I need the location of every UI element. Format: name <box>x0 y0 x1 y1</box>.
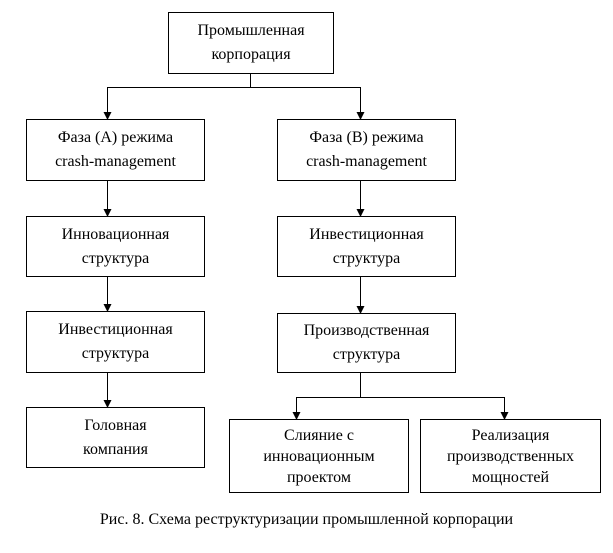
box-investment-structure-right: Инвестиционная структура <box>277 216 456 277</box>
box-innovation-structure: Инновационная структура <box>26 216 205 277</box>
merger-line-1: Слияние с <box>284 426 354 444</box>
investment-left-line-2: структура <box>81 345 150 362</box>
head-company-line-2: компания <box>83 440 148 458</box>
box-merger-with-innovation-project: Слияние с инновационным проектом <box>229 419 409 493</box>
box-phase-a: Фаза (А) режима crash-management <box>26 119 205 181</box>
figure-caption: Рис. 8. Схема реструктуризации промышлен… <box>99 511 514 528</box>
phase-a-line-2: crash-management <box>55 153 176 170</box>
merger-line-2: инновационным <box>263 447 375 465</box>
investment-left-line-1: Инвестиционная <box>58 321 173 338</box>
innovation-line-1: Инновационная <box>61 225 170 243</box>
head-company-line-1: Головная <box>84 416 147 434</box>
box-realization-of-capacities: Реализация производственных мощностей <box>420 419 601 493</box>
box-head-company: Головная компания <box>26 407 205 468</box>
investment-right-line-2: структура <box>332 249 401 267</box>
production-line-2: структура <box>332 346 401 363</box>
root-box-industrial-corporation: Промышленная корпорация <box>168 12 334 74</box>
realization-line-1: Реализация <box>471 426 550 444</box>
realization-line-2: производственных <box>446 447 575 465</box>
phase-b-line-1: Фаза (В) режима <box>309 129 424 146</box>
box-investment-structure-left: Инвестиционная структура <box>26 311 205 373</box>
box-phase-b: Фаза (В) режима crash-management <box>277 119 456 181</box>
realization-line-3: мощностей <box>471 468 550 486</box>
root-line-2: корпорация <box>211 46 291 63</box>
root-line-1: Промышленная <box>197 22 305 39</box>
investment-right-line-1: Инвестиционная <box>309 225 424 243</box>
innovation-line-2: структура <box>81 249 150 267</box>
production-line-1: Производственная <box>303 322 430 339</box>
phase-a-line-1: Фаза (А) режима <box>57 129 174 146</box>
box-production-structure: Производственная структура <box>277 313 456 373</box>
merger-line-3: проектом <box>286 468 351 486</box>
phase-b-line-2: crash-management <box>306 153 427 170</box>
